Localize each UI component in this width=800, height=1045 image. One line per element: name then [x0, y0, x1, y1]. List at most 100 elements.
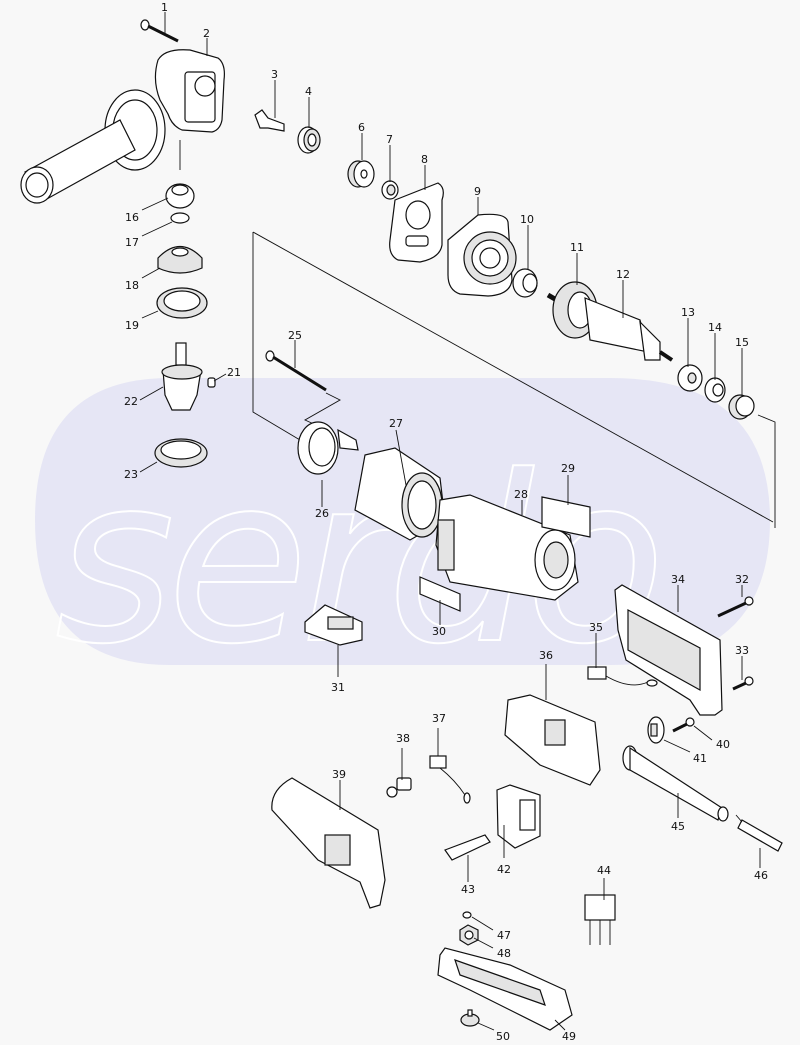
part-11-fan[interactable]	[546, 281, 598, 339]
part-37-brush-holder[interactable]	[429, 755, 471, 804]
leader-line-23	[139, 461, 158, 473]
part-33-screw[interactable]	[732, 676, 754, 691]
part-label-37: 37	[432, 712, 446, 725]
part-17-retaining-ring[interactable]	[170, 212, 190, 224]
part-47-o-ring[interactable]	[462, 911, 472, 919]
part-4-bearing[interactable]	[297, 126, 321, 154]
leader-line-16	[141, 197, 169, 211]
part-32-screw[interactable]	[717, 596, 754, 618]
leader-line-47	[471, 916, 494, 931]
part-10-bearing[interactable]	[512, 268, 538, 298]
part-label-50: 50	[496, 1030, 510, 1043]
part-50-dial[interactable]	[460, 1009, 480, 1027]
part-label-25: 25	[288, 329, 302, 342]
part-15-rubber-ring[interactable]	[728, 394, 755, 420]
part-label-49: 49	[562, 1030, 576, 1043]
part-28-motor-housing[interactable]	[435, 494, 579, 601]
part-label-10: 10	[520, 213, 534, 226]
part-label-3: 3	[271, 68, 278, 81]
part-label-11: 11	[570, 241, 584, 254]
leader-line-40	[693, 725, 713, 741]
part-8-gasket[interactable]	[389, 182, 444, 263]
part-6-gear[interactable]	[347, 160, 375, 188]
part-45-cord-guard[interactable]	[622, 745, 729, 822]
part-label-27: 27	[389, 417, 403, 430]
part-label-8: 8	[421, 153, 428, 166]
part-label-13: 13	[681, 306, 695, 319]
part-label-2: 2	[203, 27, 210, 40]
leader-line-19	[141, 310, 159, 319]
side-grip[interactable]	[20, 89, 166, 204]
leader-line-18	[141, 267, 161, 279]
guide-lines	[179, 140, 776, 528]
leader-line-21	[213, 373, 227, 382]
part-39-rear-cover[interactable]	[271, 777, 386, 909]
part-label-9: 9	[474, 185, 481, 198]
part-31-switch-lever[interactable]	[304, 604, 363, 646]
leader-line-49	[554, 1019, 566, 1031]
part-label-34: 34	[671, 573, 685, 586]
part-35-connector[interactable]	[587, 666, 658, 687]
part-label-4: 4	[305, 85, 312, 98]
part-label-17: 17	[125, 236, 139, 249]
part-29-name-plate[interactable]	[541, 496, 591, 538]
part-2-gear-housing[interactable]	[154, 49, 225, 133]
part-40-screw[interactable]	[672, 717, 695, 733]
part-label-45: 45	[671, 820, 685, 833]
part-label-18: 18	[125, 279, 139, 292]
leader-line-41	[663, 739, 691, 753]
part-22-spindle[interactable]	[161, 342, 203, 411]
part-16-bearing[interactable]	[165, 183, 195, 209]
part-label-6: 6	[358, 121, 365, 134]
part-38-carbon-brush[interactable]	[386, 777, 412, 798]
part-label-38: 38	[396, 732, 410, 745]
part-label-46: 46	[754, 869, 768, 882]
part-19-bearing-retainer[interactable]	[156, 287, 208, 319]
part-9-bearing-box[interactable]	[447, 213, 517, 297]
part-label-42: 42	[497, 863, 511, 876]
part-18-bevel-gear[interactable]	[157, 245, 203, 274]
part-3-bevel-gear[interactable]	[254, 109, 285, 132]
part-label-40: 40	[716, 738, 730, 751]
part-label-1: 1	[161, 1, 168, 14]
part-label-47: 47	[497, 929, 511, 942]
part-label-21: 21	[227, 366, 241, 379]
part-43-switch-button[interactable]	[444, 834, 491, 861]
part-label-33: 33	[735, 644, 749, 657]
part-21-lock-nut[interactable]	[207, 377, 216, 388]
part-1-screw[interactable]	[140, 19, 179, 43]
part-label-31: 31	[331, 681, 345, 694]
part-7-needle-bearing[interactable]	[381, 180, 399, 200]
parts	[20, 19, 783, 1031]
part-36-switch-holder[interactable]	[504, 694, 601, 786]
part-13-rubber-cap[interactable]	[677, 364, 703, 392]
part-label-44: 44	[597, 864, 611, 877]
part-25-screw[interactable]	[265, 350, 327, 392]
part-42-switch[interactable]	[496, 784, 541, 849]
part-label-15: 15	[735, 336, 749, 349]
part-label-32: 32	[735, 573, 749, 586]
part-23-ring[interactable]	[154, 438, 208, 468]
part-27-field[interactable]	[354, 447, 446, 541]
leader-line-27	[395, 429, 407, 486]
part-12-armature[interactable]	[584, 297, 674, 362]
part-label-30: 30	[432, 625, 446, 638]
part-14-bearing[interactable]	[704, 377, 726, 403]
part-label-19: 19	[125, 319, 139, 332]
part-label-26: 26	[315, 507, 329, 520]
part-34-handle-cover[interactable]	[614, 584, 723, 716]
part-49-handle[interactable]	[437, 947, 573, 1031]
leader-lines	[139, 12, 761, 1031]
part-label-16: 16	[125, 211, 139, 224]
part-label-12: 12	[616, 268, 630, 281]
part-label-39: 39	[332, 768, 346, 781]
part-label-23: 23	[124, 468, 138, 481]
part-46-cord[interactable]	[735, 814, 783, 852]
part-30-label[interactable]	[419, 576, 461, 612]
part-26-baffle-plate[interactable]	[297, 421, 359, 475]
part-44-noise-suppressor[interactable]	[584, 894, 616, 945]
part-41-strain-relief[interactable]	[647, 716, 665, 744]
part-48-nut[interactable]	[459, 924, 479, 946]
part-label-22: 22	[124, 395, 138, 408]
